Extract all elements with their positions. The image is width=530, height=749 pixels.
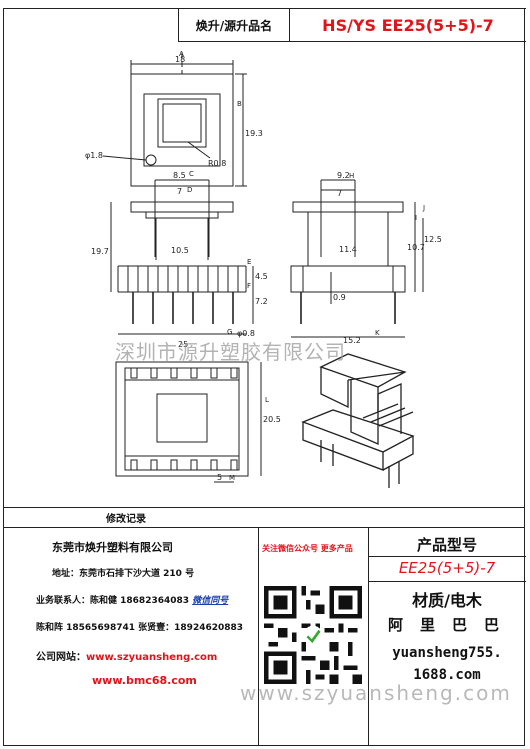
technical-drawing: 18 19.3 R0.8 φ1.8 8.5 7 10.5 19.7 4.5 7.… bbox=[85, 50, 442, 488]
dim-side-h2: 12.5 bbox=[424, 235, 442, 244]
wechat-same-number: 微信同号 bbox=[192, 596, 229, 606]
dim-front-height: 19.7 bbox=[91, 247, 109, 256]
company-website-link[interactable]: www.szyuansheng.com bbox=[86, 652, 218, 663]
table-divider-top bbox=[3, 507, 525, 508]
marker-b: B bbox=[237, 100, 242, 108]
dim-top-radius: R0.8 bbox=[208, 159, 226, 168]
follow-wechat-text: 关注微信公众号 更多产品 bbox=[262, 544, 353, 553]
dim-top-height: 19.3 bbox=[245, 129, 263, 138]
company-website-row: 公司网站：www.szyuansheng.com bbox=[36, 652, 218, 663]
company-sales-contact: 业务联系人：陈和健 18682364083 微信同号 bbox=[36, 596, 229, 606]
material-label: 材质/电木 bbox=[412, 591, 482, 610]
shop-url-line-2: 1688.com bbox=[413, 667, 481, 683]
dim-front-slot: 7 bbox=[177, 187, 182, 196]
company-name: 东莞市焕升塑料有限公司 bbox=[52, 541, 173, 554]
dim-side-pin: 0.9 bbox=[333, 293, 346, 302]
table-divider-type bbox=[368, 556, 526, 557]
table-divider-material bbox=[368, 581, 526, 582]
dim-front-inner: 8.5 bbox=[173, 171, 186, 180]
marker-f: F bbox=[247, 282, 251, 290]
product-name-label: 焕升/源升品名 bbox=[179, 9, 290, 41]
product-name-value: HS/YS EE25(5+5)-7 bbox=[322, 15, 494, 35]
shop-url-line-1: yuansheng755. bbox=[392, 645, 502, 661]
title-block: 焕升/源升品名 HS/YS EE25(5+5)-7 bbox=[178, 8, 526, 42]
product-type-value: EE25(5+5)-7 bbox=[398, 559, 496, 577]
marker-h: H bbox=[349, 172, 354, 180]
side-view bbox=[290, 179, 424, 338]
product-type-label: 产品型号 bbox=[416, 535, 477, 554]
dim-bottom-height: 20.5 bbox=[263, 415, 281, 424]
marker-l: L bbox=[265, 396, 269, 404]
bottom-view bbox=[115, 361, 262, 483]
dim-side-top: 9.2 bbox=[337, 171, 350, 180]
company-contacts: 陈和阵 18565698741 张贤壹：18924620883 bbox=[36, 623, 244, 633]
table-divider-rev bbox=[3, 527, 525, 528]
company-website2-row: www.bmc68.com bbox=[92, 674, 197, 687]
marker-j: J bbox=[422, 204, 425, 212]
marker-a: A bbox=[179, 50, 184, 58]
url-watermark: www.szyuansheng.com bbox=[240, 681, 512, 705]
company-watermark: 深圳市源升塑胶有限公司 bbox=[115, 340, 346, 364]
top-view bbox=[102, 52, 247, 187]
table-col-divider-2 bbox=[368, 527, 369, 746]
dim-side-h1: 10.7 bbox=[407, 243, 425, 252]
dim-bottom-pitch: 5 bbox=[217, 473, 222, 482]
dim-front-pin-gap: 4.5 bbox=[255, 272, 268, 281]
revision-record-label: 修改记录 bbox=[106, 514, 146, 525]
marker-g: G bbox=[227, 328, 232, 336]
marker-d: D bbox=[187, 186, 192, 194]
qr-code-image[interactable] bbox=[264, 586, 362, 684]
alibaba-shop-url[interactable]: yuansheng755. 1688.com bbox=[368, 642, 526, 686]
dim-top-width: 18 bbox=[175, 55, 185, 64]
dim-front-pin-dia: φ0.8 bbox=[237, 329, 255, 338]
alibaba-label: 阿里巴巴 bbox=[387, 616, 516, 634]
dim-front-base: 25 bbox=[178, 340, 188, 349]
marker-m: M bbox=[229, 474, 235, 482]
table-col-divider-1 bbox=[258, 527, 259, 746]
company-website2-link[interactable]: www.bmc68.com bbox=[92, 674, 197, 687]
marker-k: K bbox=[375, 329, 380, 337]
dim-side-base: 15.2 bbox=[343, 336, 361, 345]
marker-e: E bbox=[247, 258, 251, 266]
dim-front-body: 10.5 bbox=[171, 246, 189, 255]
marker-c: C bbox=[189, 170, 194, 178]
dim-side-inner: 7 bbox=[337, 189, 342, 198]
front-view bbox=[110, 179, 254, 335]
marker-i: I bbox=[415, 214, 417, 222]
dim-top-hole: φ1.8 bbox=[85, 151, 103, 160]
company-address: 地址：东莞市石排下沙大道 210 号 bbox=[52, 569, 195, 579]
dim-front-pin-len: 7.2 bbox=[255, 297, 268, 306]
dim-side-body: 11.4 bbox=[339, 245, 357, 254]
isometric-view bbox=[301, 353, 415, 488]
